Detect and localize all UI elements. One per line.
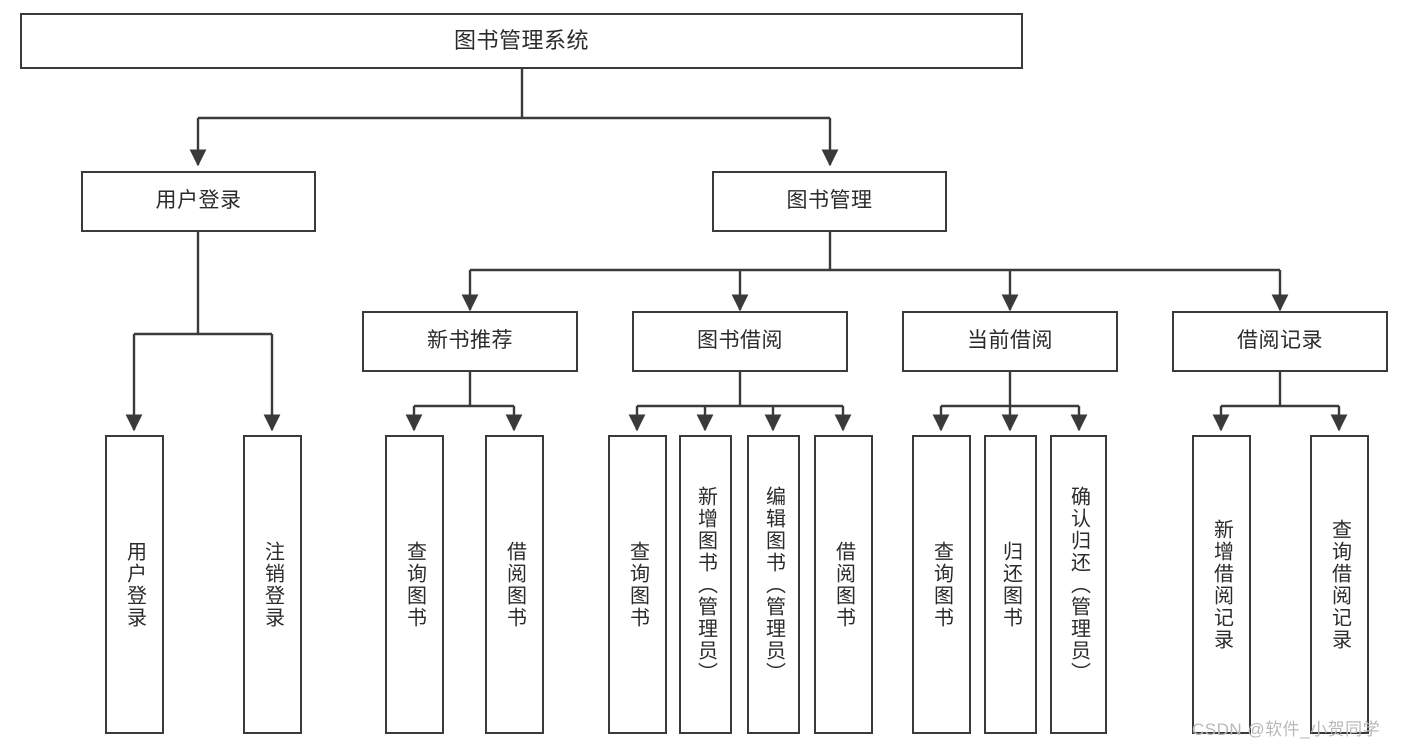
node-leaf-user-login-label: 用户登录 [123, 540, 146, 629]
node-borrow-record[interactable]: 借阅记录 [1172, 311, 1388, 372]
node-leaf-record-add[interactable]: 新增借阅记录 [1192, 435, 1251, 734]
watermark: CSDN @软件_小贺同学 [1192, 720, 1381, 739]
node-leaf-current-return-label: 归还图书 [999, 540, 1022, 629]
node-root[interactable]: 图书管理系统 [20, 13, 1023, 69]
node-leaf-current-confirm[interactable]: 确认归还（管理员） [1050, 435, 1107, 734]
node-root-label: 图书管理系统 [453, 28, 589, 54]
node-current-borrow-label: 当前借阅 [967, 329, 1053, 353]
node-user-login-label: 用户登录 [155, 189, 242, 213]
node-user-login[interactable]: 用户登录 [81, 171, 316, 232]
node-leaf-newbook-query-label: 查询图书 [403, 540, 426, 629]
node-leaf-newbook-query[interactable]: 查询图书 [385, 435, 444, 734]
node-leaf-borrow-book[interactable]: 借阅图书 [814, 435, 873, 734]
node-leaf-borrow-add-label: 新增图书（管理员） [694, 485, 717, 684]
node-new-book-recommend-label: 新书推荐 [427, 329, 513, 353]
node-leaf-borrow-edit[interactable]: 编辑图书（管理员） [747, 435, 800, 734]
node-leaf-current-query-label: 查询图书 [930, 540, 953, 629]
node-leaf-newbook-borrow[interactable]: 借阅图书 [485, 435, 544, 734]
node-leaf-current-query[interactable]: 查询图书 [912, 435, 971, 734]
node-leaf-record-query[interactable]: 查询借阅记录 [1310, 435, 1369, 734]
node-leaf-logout-label: 注销登录 [261, 540, 284, 629]
node-current-borrow[interactable]: 当前借阅 [902, 311, 1118, 372]
node-book-borrow-label: 图书借阅 [697, 329, 783, 353]
node-book-management-label: 图书管理 [786, 189, 873, 213]
node-leaf-record-add-label: 新增借阅记录 [1210, 518, 1233, 651]
node-leaf-user-login[interactable]: 用户登录 [105, 435, 164, 734]
node-leaf-newbook-borrow-label: 借阅图书 [503, 540, 526, 629]
node-leaf-borrow-book-label: 借阅图书 [832, 540, 855, 629]
node-leaf-borrow-query[interactable]: 查询图书 [608, 435, 667, 734]
node-new-book-recommend[interactable]: 新书推荐 [362, 311, 578, 372]
node-leaf-borrow-query-label: 查询图书 [626, 540, 649, 629]
node-leaf-current-confirm-label: 确认归还（管理员） [1067, 485, 1090, 684]
node-leaf-borrow-edit-label: 编辑图书（管理员） [762, 485, 785, 684]
node-leaf-borrow-add[interactable]: 新增图书（管理员） [679, 435, 732, 734]
node-book-management[interactable]: 图书管理 [712, 171, 947, 232]
node-leaf-current-return[interactable]: 归还图书 [984, 435, 1037, 734]
node-leaf-logout[interactable]: 注销登录 [243, 435, 302, 734]
node-borrow-record-label: 借阅记录 [1237, 329, 1323, 353]
node-book-borrow[interactable]: 图书借阅 [632, 311, 848, 372]
node-leaf-record-query-label: 查询借阅记录 [1328, 518, 1351, 651]
